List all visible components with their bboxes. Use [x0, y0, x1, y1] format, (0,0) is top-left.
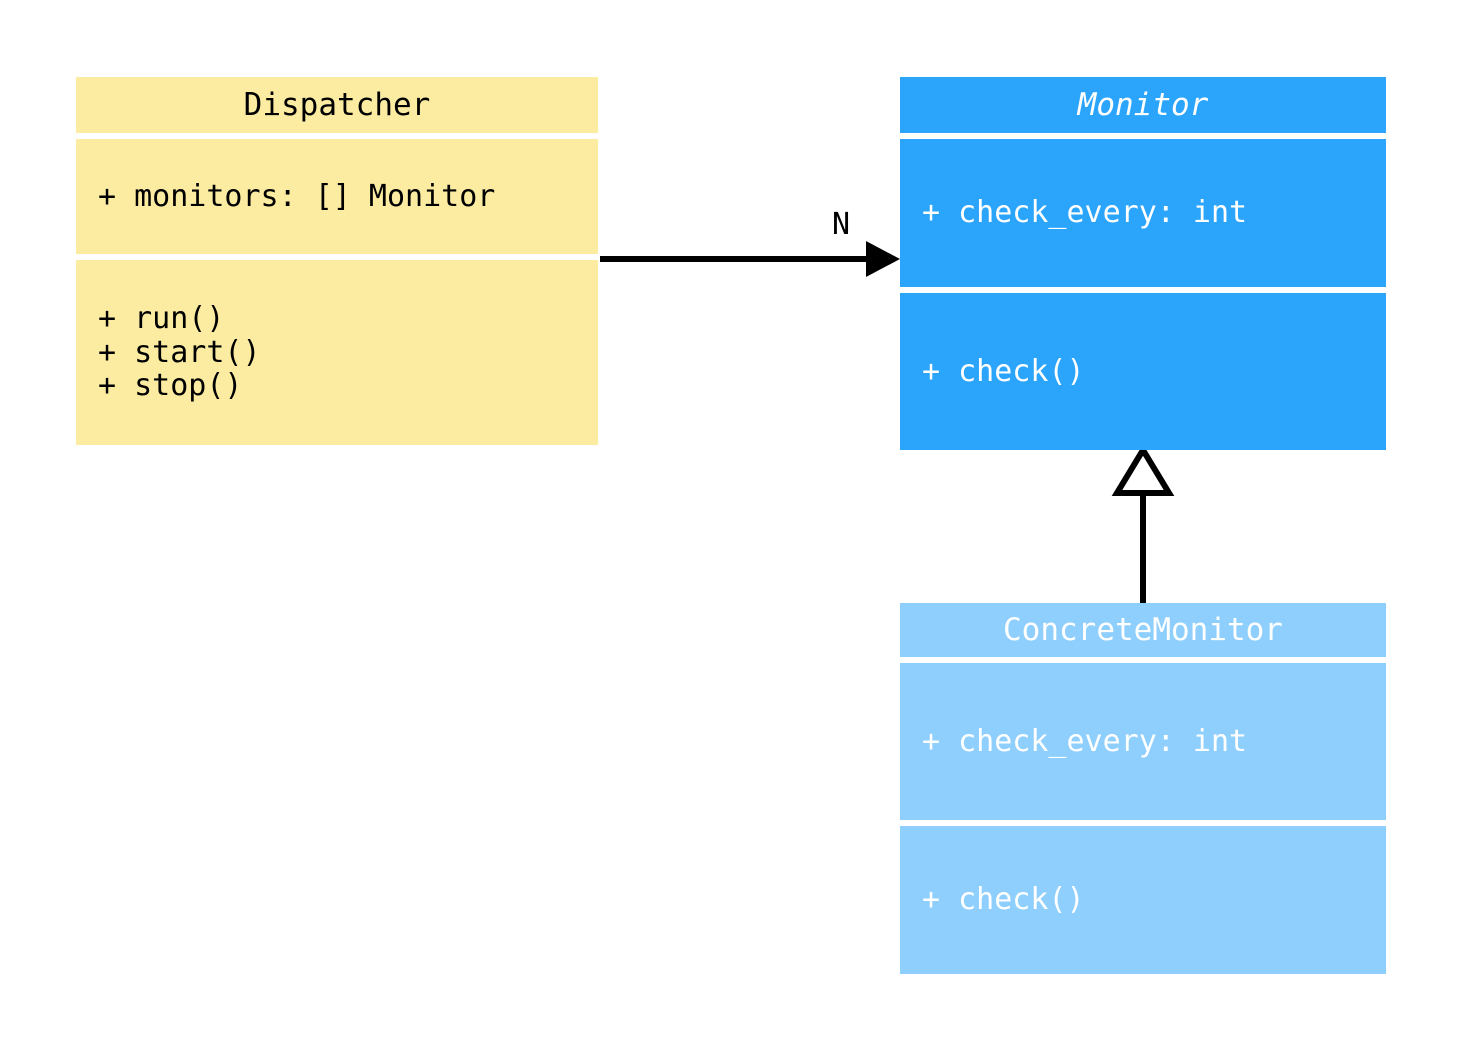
generalization-concretemonitor-to-monitor	[1111, 444, 1175, 603]
association-arrowhead-icon	[866, 241, 900, 277]
generalization-hollow-triangle-icon	[1111, 444, 1175, 496]
class-title-compartment: Dispatcher	[76, 77, 598, 133]
method-list: + check()	[922, 882, 1085, 918]
class-title-compartment: ConcreteMonitor	[900, 603, 1386, 657]
attribute-list: + monitors: [] Monitor	[98, 178, 496, 214]
attribute-list: + check_every: int	[922, 723, 1248, 759]
class-name-monitor: Monitor	[1077, 87, 1209, 123]
class-methods-compartment: + check()	[900, 293, 1386, 450]
uml-class-dispatcher[interactable]: Dispatcher + monitors: [] Monitor + run(…	[76, 77, 598, 445]
association-multiplicity-label: N	[832, 207, 851, 242]
uml-class-monitor[interactable]: Monitor + check_every: int + check()	[900, 77, 1386, 450]
class-attributes-compartment: + check_every: int	[900, 139, 1386, 287]
class-title-compartment: Monitor	[900, 77, 1386, 133]
method-list: + run() + start() + stop()	[98, 301, 261, 404]
uml-class-concretemonitor[interactable]: ConcreteMonitor + check_every: int + che…	[900, 603, 1386, 974]
class-attributes-compartment: + check_every: int	[900, 663, 1386, 820]
class-attributes-compartment: + monitors: [] Monitor	[76, 139, 598, 254]
method-list: + check()	[922, 353, 1085, 389]
class-methods-compartment: + check()	[900, 826, 1386, 974]
class-name-dispatcher: Dispatcher	[243, 87, 431, 123]
attribute-list: + check_every: int	[922, 195, 1248, 231]
class-name-concretemonitor: ConcreteMonitor	[1003, 612, 1283, 648]
class-methods-compartment: + run() + start() + stop()	[76, 260, 598, 445]
association-dispatcher-to-monitor	[600, 241, 900, 277]
